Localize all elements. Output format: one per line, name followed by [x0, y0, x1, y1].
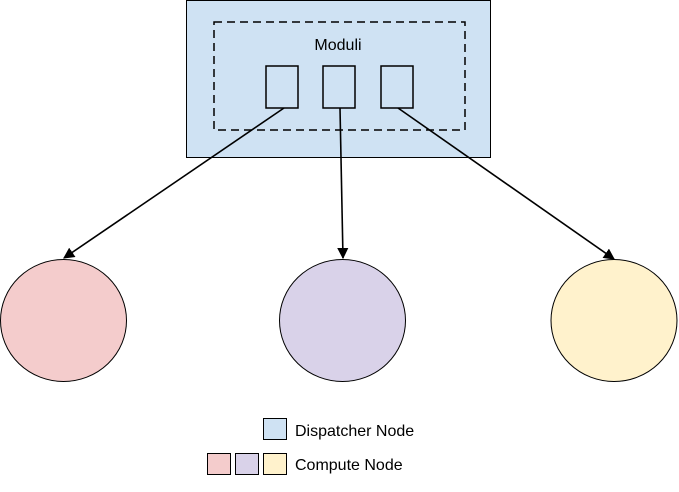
compute-node-3	[550, 259, 678, 382]
compute-node-1	[0, 259, 127, 382]
legend-dispatcher-label: Dispatcher Node	[295, 423, 414, 440]
legend-compute-swatch-2	[235, 453, 259, 475]
arrow-to-compute-node-1	[63, 107, 285, 259]
legend-dispatcher-swatch	[263, 418, 287, 440]
module-1	[265, 65, 299, 109]
module-2	[322, 65, 356, 109]
legend-compute-label: Compute Node	[295, 457, 403, 474]
compute-node-2	[279, 259, 406, 382]
module-group-label: Moduli	[314, 37, 361, 54]
legend: Dispatcher Node Compute Node	[207, 418, 414, 475]
module-group	[213, 21, 466, 131]
module-3	[380, 65, 414, 109]
legend-compute-swatch-1	[207, 453, 231, 475]
arrow-to-compute-node-2	[337, 107, 349, 260]
legend-compute-swatch-3	[263, 453, 287, 475]
arrow-to-compute-node-3	[397, 107, 615, 260]
